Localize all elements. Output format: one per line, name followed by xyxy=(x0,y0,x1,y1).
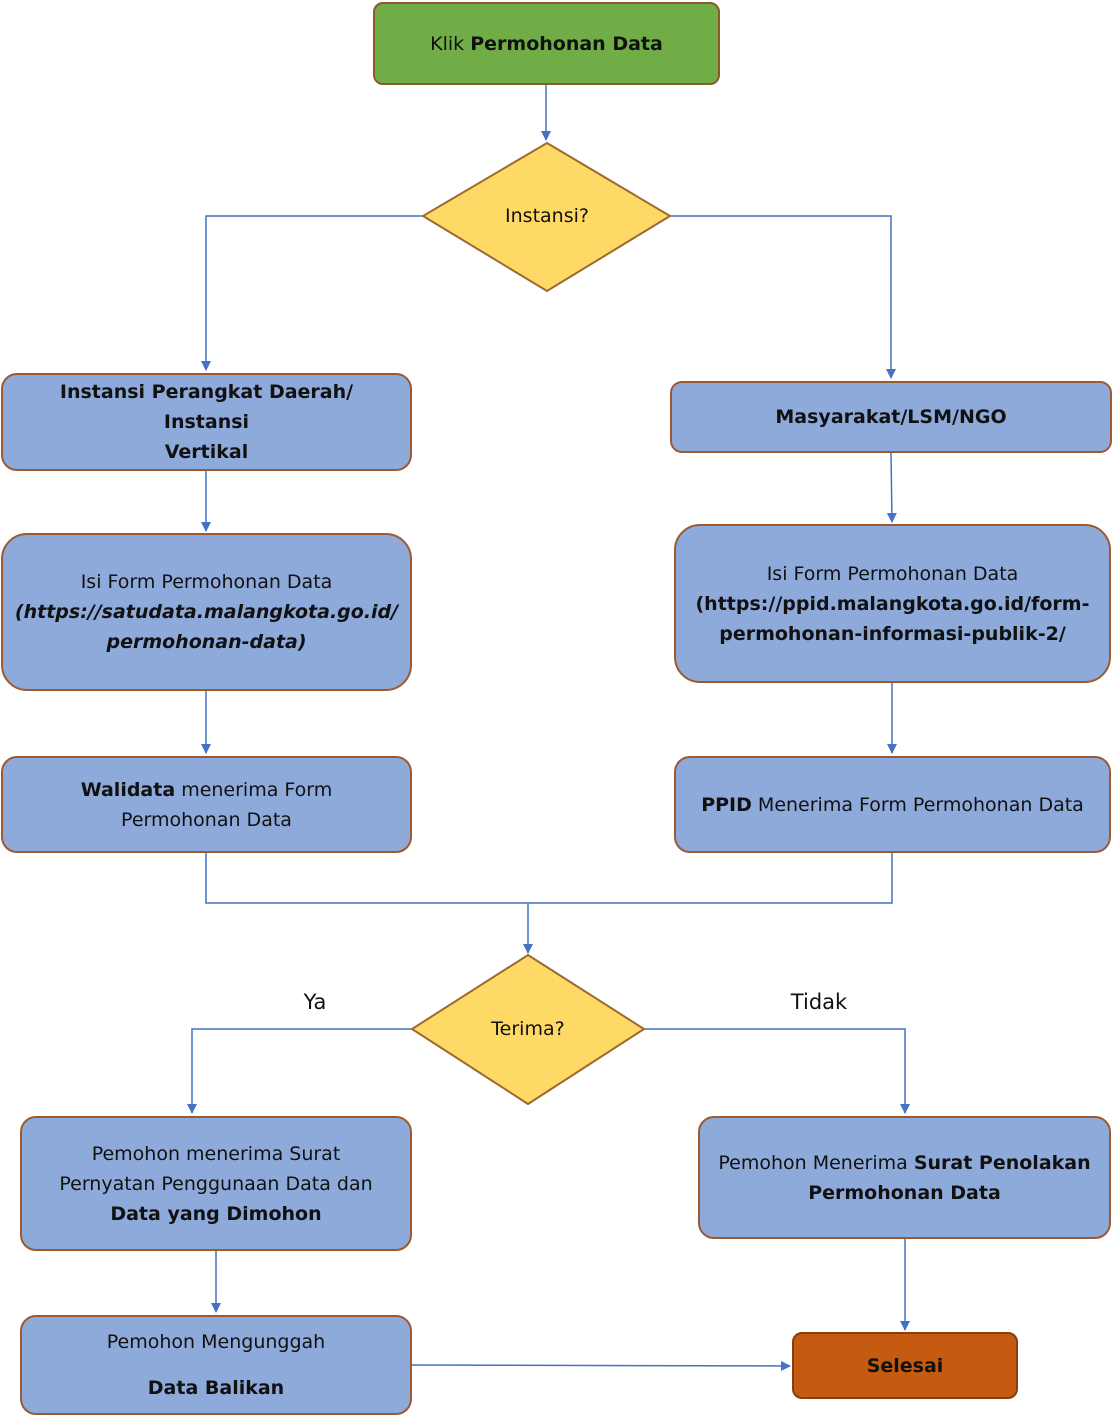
right-title-node: Masyarakat/LSM/NGO xyxy=(670,381,1112,453)
arrow-terima-yes xyxy=(187,1028,412,1114)
decision-instansi-diamond xyxy=(421,141,672,293)
start-bold: Permohonan Data xyxy=(470,32,663,55)
right-form-line1: Isi Form Permohonan Data xyxy=(766,562,1019,585)
left-form-line1: Isi Form Permohonan Data xyxy=(80,571,333,593)
accepted-node: Pemohon menerima Surat Pernyatan Penggun… xyxy=(20,1116,412,1251)
end-node: Selesai xyxy=(792,1332,1018,1399)
decision-instansi-label: Instansi? xyxy=(505,205,589,227)
arrow-instansi-left xyxy=(201,215,423,371)
arrow-terima-no xyxy=(644,1028,910,1114)
rejected-node: Pemohon Menerima Surat Penolakan Permoho… xyxy=(698,1116,1111,1239)
upload-line2: Data Balikan xyxy=(147,1377,285,1399)
arrow-right-title-to-form xyxy=(886,452,897,523)
rejected-bold1: Surat Penolakan xyxy=(913,1151,1091,1174)
no-label: Tidak xyxy=(790,990,848,1014)
left-form-url-line1: (https://satudata.malangkota.go.id/ xyxy=(14,601,399,623)
left-title-line2: Vertikal xyxy=(164,441,249,463)
decision-terima-label: Terima? xyxy=(491,1018,565,1040)
decision-terima-diamond xyxy=(410,953,646,1106)
ppid-label: PPID xyxy=(701,793,752,816)
left-receive-rest: menerima Form xyxy=(175,778,333,801)
start-prefix: Klik xyxy=(430,32,471,55)
accepted-line2: Pernyatan Penggunaan Data dan xyxy=(59,1172,373,1195)
rejected-bold2: Permohonan Data xyxy=(808,1181,1001,1204)
left-receive-node: Walidata menerima Form Permohonan Data xyxy=(1,756,412,853)
start-node: Klik Permohonan Data xyxy=(373,2,720,85)
arrow-upload-to-end xyxy=(411,1360,791,1371)
right-title: Masyarakat/LSM/NGO xyxy=(775,406,1007,428)
upload-node: Pemohon Mengunggah Data Balikan xyxy=(20,1315,412,1415)
connector-merge xyxy=(205,853,893,904)
accepted-line3: Data yang Dimohon xyxy=(110,1202,322,1225)
accepted-line1: Pemohon menerima Surat xyxy=(91,1142,341,1165)
left-form-node: Isi Form Permohonan Data (https://satuda… xyxy=(1,533,412,691)
right-form-node: Isi Form Permohonan Data (https://ppid.m… xyxy=(674,524,1111,683)
right-form-url-line2: permohonan-informasi-publik-2/ xyxy=(719,622,1066,645)
arrow-instansi-right xyxy=(670,215,896,379)
right-receive-rest: Menerima Form Permohonan Data xyxy=(751,793,1084,816)
right-form-url-line1: (https://ppid.malangkota.go.id/form- xyxy=(695,592,1090,615)
right-receive-node: PPID Menerima Form Permohonan Data xyxy=(674,756,1111,853)
upload-line1: Pemohon Mengunggah xyxy=(106,1331,326,1353)
left-title-node: Instansi Perangkat Daerah/ Instansi Vert… xyxy=(1,373,412,471)
walidata-label: Walidata xyxy=(80,778,176,801)
end-label: Selesai xyxy=(866,1354,944,1377)
left-title-line1: Instansi Perangkat Daerah/ Instansi xyxy=(59,381,354,433)
rejected-prefix: Pemohon Menerima xyxy=(718,1151,914,1174)
left-receive-line2: Permohonan Data xyxy=(121,808,292,831)
left-form-url-line2: permohonan-data) xyxy=(106,631,307,653)
yes-label: Ya xyxy=(303,990,327,1014)
